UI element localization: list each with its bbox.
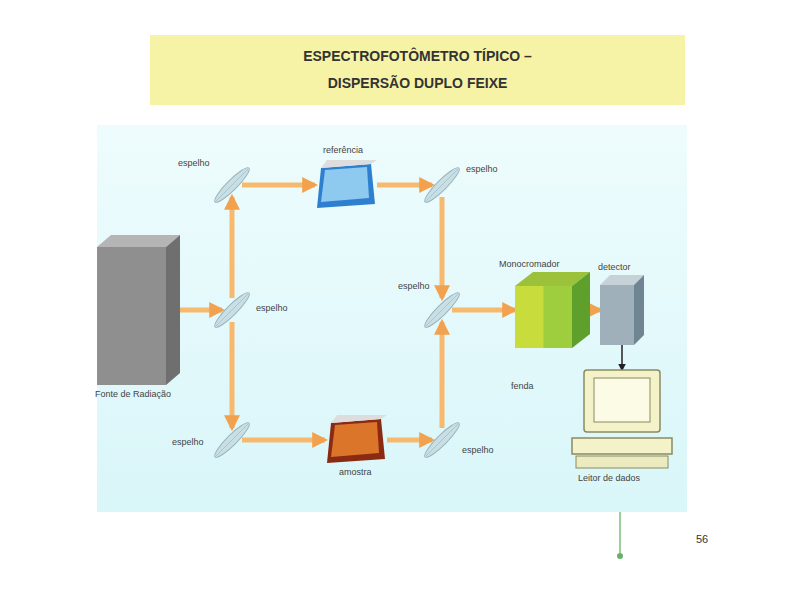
dot xyxy=(617,553,623,559)
mirror-shape xyxy=(426,422,458,458)
component-label: espelho xyxy=(466,165,498,175)
reference-cell: referência xyxy=(315,160,377,210)
component-label: espelho xyxy=(178,159,210,169)
shape-part xyxy=(97,247,166,385)
sample-cell-shape xyxy=(325,415,387,465)
shape-part xyxy=(321,160,377,168)
mirror-shape xyxy=(426,167,458,203)
mirror-shape xyxy=(216,422,248,458)
component-label: Fonte de Radiação xyxy=(95,390,171,400)
shape-part xyxy=(426,169,458,201)
light-beam xyxy=(242,183,315,188)
shape-part xyxy=(576,456,668,468)
mirror: espelho xyxy=(426,292,458,328)
detector: detector xyxy=(600,275,644,345)
beam-splitter: espelho xyxy=(216,292,248,328)
shape-part xyxy=(572,438,672,454)
shape-part xyxy=(317,164,375,208)
shape-part xyxy=(327,419,385,463)
component-label: espelho xyxy=(172,438,204,448)
component-label: Leitor de dados xyxy=(578,474,640,484)
light-beam xyxy=(387,438,432,443)
component-label: espelho xyxy=(398,282,430,292)
component-label: espelho xyxy=(462,446,494,456)
page-number: 56 xyxy=(696,533,708,545)
detector-shape xyxy=(600,275,644,345)
shape-part xyxy=(572,272,590,348)
shape-part xyxy=(426,424,458,456)
shape-part xyxy=(331,422,379,457)
mirror: espelho xyxy=(216,422,248,458)
light-beam xyxy=(230,322,235,428)
mirror: espelho xyxy=(426,167,458,203)
light-beam xyxy=(452,308,515,313)
light-beam xyxy=(590,308,600,313)
component-label: fenda xyxy=(511,382,534,392)
shape-part xyxy=(97,235,180,247)
shape-part xyxy=(584,370,660,432)
light-beam xyxy=(377,183,432,188)
beam-splitter-shape xyxy=(216,292,248,328)
radiation-source: Fonte de Radiação xyxy=(97,235,180,385)
component-label: espelho xyxy=(256,304,288,314)
shape-part xyxy=(211,164,252,205)
sample-cell: amostra xyxy=(325,415,387,465)
leader-line xyxy=(619,512,621,553)
shape-part xyxy=(634,275,644,345)
light-beam xyxy=(180,308,222,313)
shape-part xyxy=(216,294,248,326)
light-beam xyxy=(242,438,325,443)
light-beam xyxy=(230,197,235,298)
shape-part xyxy=(421,289,462,330)
light-beam xyxy=(440,197,445,298)
title: ESPECTROFOTÔMETRO TÍPICO – DISPERSÃO DUP… xyxy=(268,43,568,96)
mirror-shape xyxy=(216,167,248,203)
panel xyxy=(97,125,687,512)
shape-part xyxy=(515,286,572,348)
computer: Leitor de dados xyxy=(572,370,672,470)
title-band: ESPECTROFOTÔMETRO TÍPICO – DISPERSÃO DUP… xyxy=(150,35,685,105)
mirror: espelho xyxy=(216,167,248,203)
light-beam xyxy=(440,322,445,428)
component-label: Monocromador xyxy=(499,260,560,270)
mirror: espelho xyxy=(426,422,458,458)
monochromator: Monocromadorfenda xyxy=(515,272,590,348)
shape-part xyxy=(544,286,573,348)
shape-part xyxy=(216,424,248,456)
shape-part xyxy=(166,235,180,385)
component-label: detector xyxy=(598,263,631,273)
data-arrow xyxy=(621,345,623,370)
shape-part xyxy=(331,415,387,423)
shape-part xyxy=(600,285,634,345)
shape-part xyxy=(211,289,252,330)
component-label: referência xyxy=(323,146,363,156)
shape-part xyxy=(421,419,462,460)
shape-part xyxy=(216,169,248,201)
radiation-source-shape xyxy=(97,235,180,385)
reference-cell-shape xyxy=(315,160,377,210)
shape-part xyxy=(594,378,650,422)
shape-part xyxy=(421,164,462,205)
component-label: amostra xyxy=(339,468,372,478)
shape-part xyxy=(211,419,252,460)
mirror-shape xyxy=(426,292,458,328)
shape-part xyxy=(426,294,458,326)
monochromator-shape xyxy=(515,272,590,348)
shape-part xyxy=(321,167,369,202)
computer-shape xyxy=(572,370,672,470)
